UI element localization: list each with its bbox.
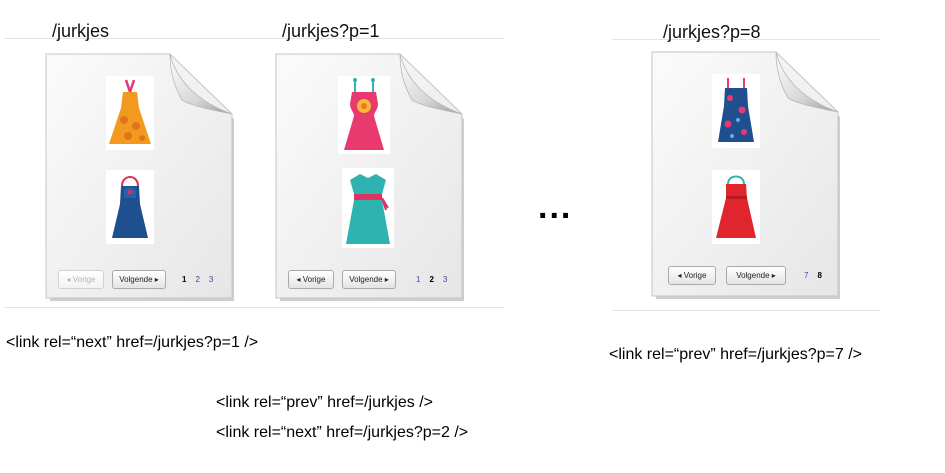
divider-bottom-left xyxy=(4,307,504,308)
divider-bottom-right xyxy=(612,310,880,311)
code-line-next-link-page1: <link rel=“next” href=/jurkjes?p=1 /> xyxy=(6,334,259,351)
pager: ◂ Vorige Volgende ▸ 1 2 3 xyxy=(288,270,447,289)
orange-halter-dress-icon xyxy=(106,76,154,150)
page-number-link[interactable]: 2 xyxy=(429,275,434,284)
code-line-next-link-page2: <link rel=“next” href=/jurkjes?p=2 /> xyxy=(216,424,469,441)
navy-halter-dress-icon xyxy=(106,170,154,244)
red-dotted-dress-icon xyxy=(712,170,760,244)
page-document-1: ◂ Vorige Volgende ▸ 1 2 3 xyxy=(42,50,238,304)
code-line-prev-link-page3: <link rel=“prev” href=/jurkjes?p=7 /> xyxy=(609,346,863,363)
prev-button[interactable]: ◂ Vorige xyxy=(288,270,334,289)
prev-button[interactable]: ◂ Vorige xyxy=(58,270,104,289)
page-document-3: ◂ Vorige Volgende ▸ 7 8 xyxy=(648,48,844,302)
page-number-link[interactable]: 3 xyxy=(208,275,214,284)
divider-top-left xyxy=(4,38,504,39)
page-number-link[interactable]: 8 xyxy=(817,271,822,280)
ellipsis: ... xyxy=(538,188,573,226)
page-number-link[interactable]: 1 xyxy=(182,275,187,284)
page-number-link[interactable]: 7 xyxy=(804,271,809,280)
next-button[interactable]: Volgende ▸ xyxy=(112,270,166,289)
code-line-prev-link-page2: <link rel=“prev” href=/jurkjes /> xyxy=(216,394,433,411)
url-label-page3: /jurkjes?p=8 xyxy=(663,22,761,42)
page-number-link[interactable]: 2 xyxy=(195,275,200,284)
divider-top-right xyxy=(612,39,880,40)
pager: ◂ Vorige Volgende ▸ 1 2 3 xyxy=(58,270,213,289)
page-number-link[interactable]: 3 xyxy=(442,275,448,284)
navy-floral-dress-icon xyxy=(712,74,760,148)
teal-dotted-dress-icon xyxy=(342,168,394,248)
next-button[interactable]: Volgende ▸ xyxy=(342,270,396,289)
page-number-link[interactable]: 1 xyxy=(416,275,421,284)
next-button[interactable]: Volgende ▸ xyxy=(726,266,786,285)
pink-sundress-icon xyxy=(338,76,390,154)
page-document-2: ◂ Vorige Volgende ▸ 1 2 3 xyxy=(272,50,468,304)
url-label-page2: /jurkjes?p=1 xyxy=(282,21,380,41)
pager: ◂ Vorige Volgende ▸ 7 8 xyxy=(668,266,822,285)
prev-button[interactable]: ◂ Vorige xyxy=(668,266,716,285)
url-label-page1: /jurkjes xyxy=(52,21,110,41)
